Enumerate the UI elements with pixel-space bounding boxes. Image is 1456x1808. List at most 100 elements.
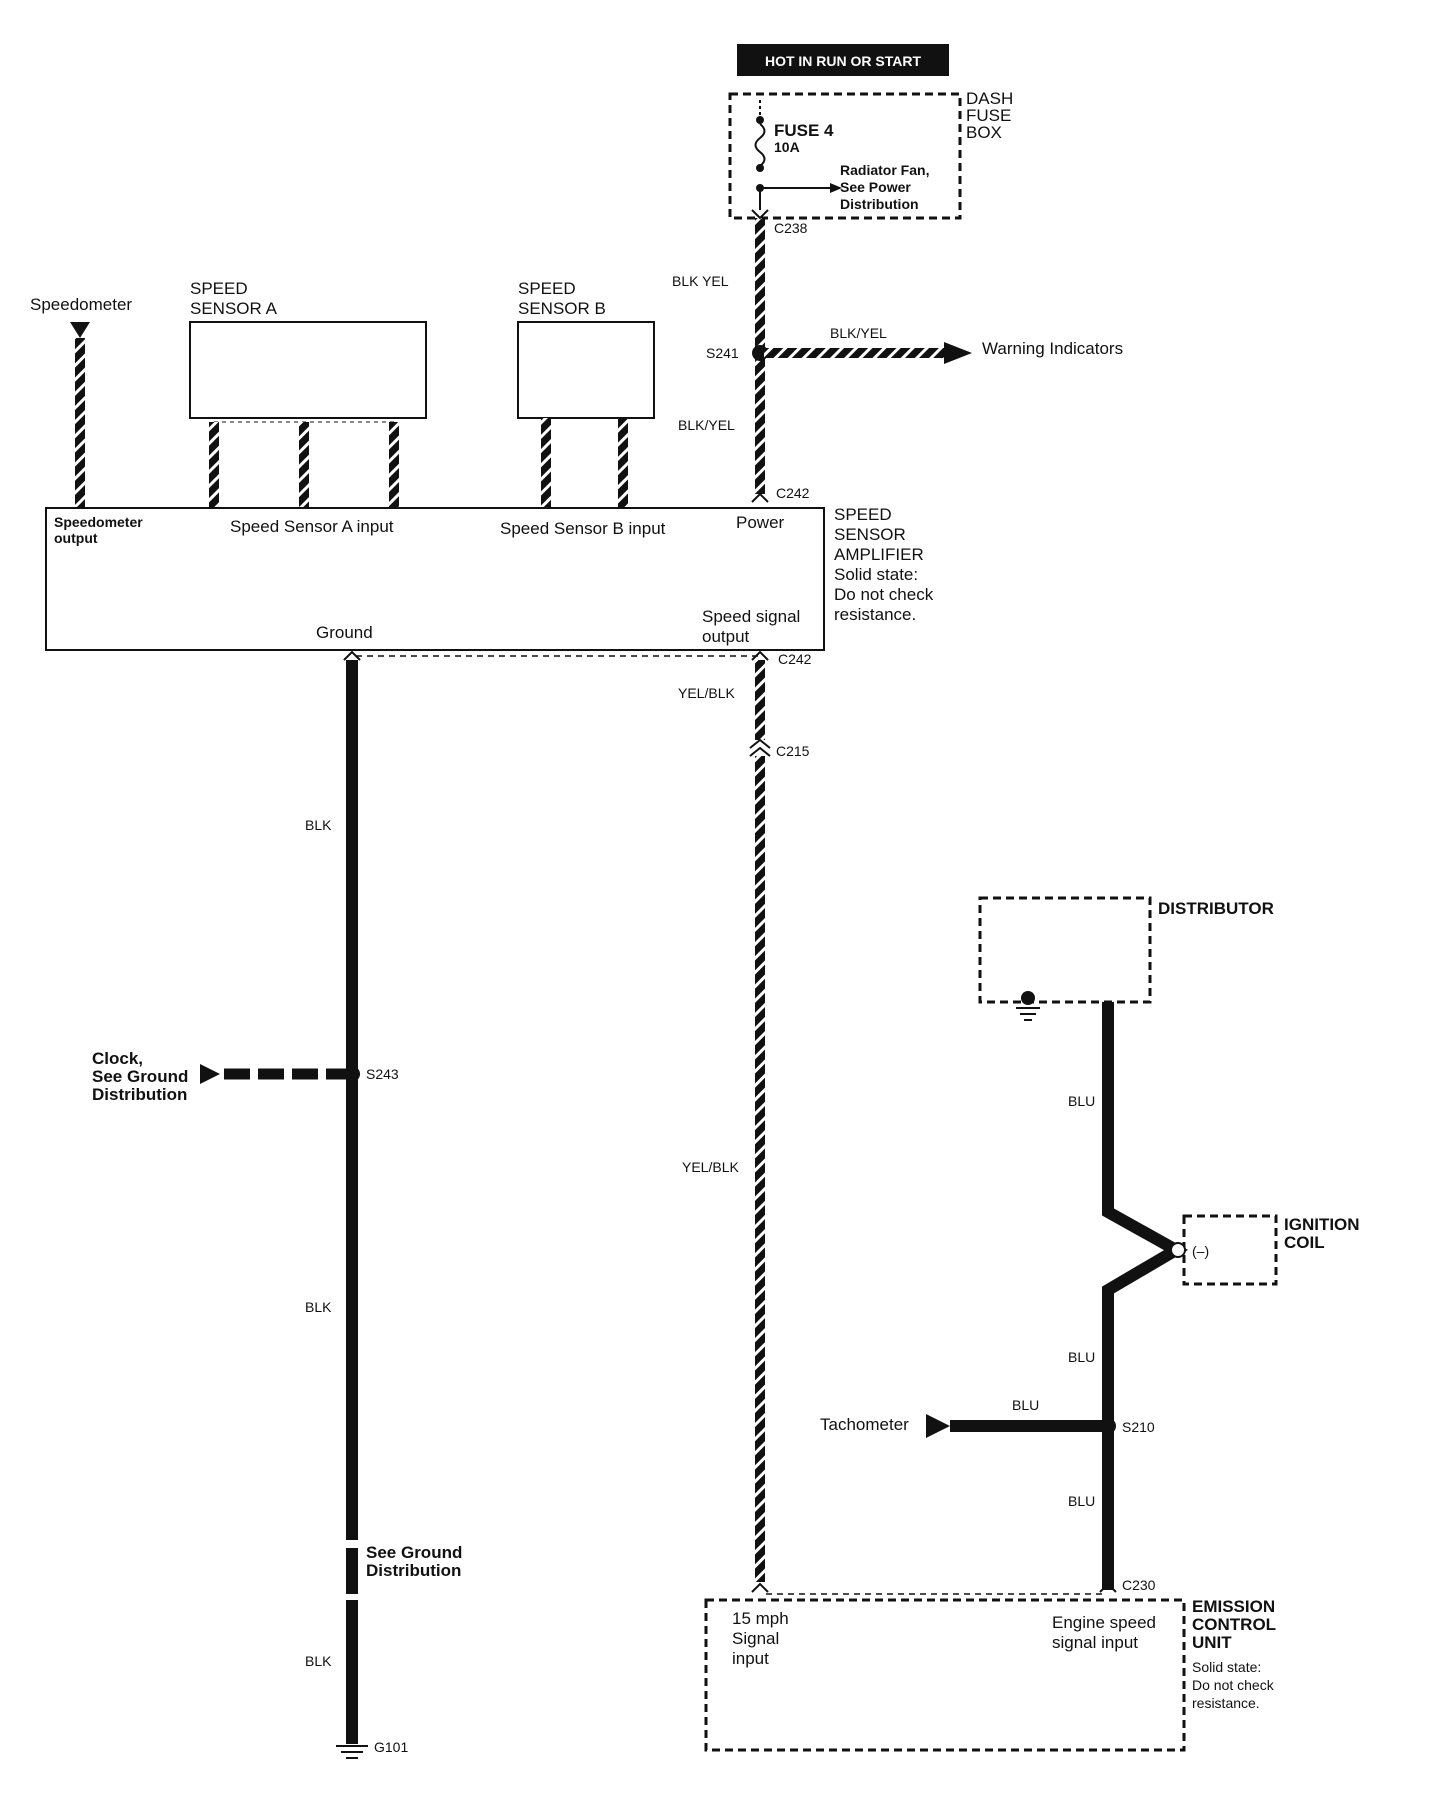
ecu-engine-speed-1: Engine speed	[1052, 1613, 1156, 1632]
clock-label-3: Distribution	[92, 1085, 187, 1104]
wire-label-blk-yel-1: BLK YEL	[672, 273, 729, 289]
connector-c215: C215	[776, 743, 810, 759]
fuse-name: FUSE 4	[774, 121, 834, 140]
wire-label-blu-3: BLU	[1068, 1493, 1095, 1509]
wire-label-blk-yel-2: BLK/YEL	[678, 417, 735, 433]
clock-label-2: See Ground	[92, 1067, 188, 1086]
distributor: DISTRIBUTOR	[978, 896, 1274, 1021]
amplifier-title-3: AMPLIFIER	[834, 545, 924, 564]
ecu-note-2: Do not check	[1192, 1677, 1275, 1693]
ecu-title-1: EMISSION	[1192, 1597, 1275, 1616]
banner-text: HOT IN RUN OR START	[765, 53, 922, 69]
amplifier-note-2: Do not check	[834, 585, 934, 604]
wire-label-blk-yel-branch: BLK/YEL	[830, 325, 887, 341]
wire-blk-ground	[346, 660, 358, 1744]
distributor-label: DISTRIBUTOR	[1158, 899, 1274, 918]
fuse-box-title-1: DASH	[966, 89, 1013, 108]
amplifier-title-2: SENSOR	[834, 525, 906, 544]
speedometer-arrow-icon	[70, 322, 90, 338]
wire-label-blk-2: BLK	[305, 1299, 332, 1315]
sensor-a-title-2: SENSOR A	[190, 299, 278, 318]
sensor-b-input: Speed Sensor B input	[500, 519, 666, 538]
ecu-title-2: CONTROL	[1192, 1615, 1276, 1634]
speed-sensor-amplifier: Speedometer output Speed Sensor A input …	[45, 505, 934, 651]
emission-control-unit: 15 mph Signal input Engine speed signal …	[704, 1597, 1276, 1752]
ecu-engine-speed-2: signal input	[1052, 1633, 1138, 1652]
see-ground-1: See Ground	[366, 1543, 462, 1562]
ecu-note-3: resistance.	[1192, 1695, 1260, 1711]
splice-s241: S241	[706, 345, 739, 361]
speedometer-output-2: output	[54, 530, 98, 546]
ecu-signal-input-2: Signal	[732, 1629, 779, 1648]
power-label: Power	[736, 513, 785, 532]
connector-c238-icon	[751, 209, 769, 220]
fuse-icon	[754, 123, 766, 167]
speed-sensor-b: SPEED SENSOR B	[517, 279, 655, 508]
sensor-a-title-1: SPEED	[190, 279, 248, 298]
splice-s210-dot	[1100, 1418, 1116, 1434]
ecu-title-3: UNIT	[1192, 1633, 1232, 1652]
sensor-b-title-1: SPEED	[518, 279, 576, 298]
amplifier-title-1: SPEED	[834, 505, 892, 524]
connector-c242-top-icon	[751, 492, 769, 503]
speed-signal-output-2: output	[702, 627, 750, 646]
ground-g101-icon	[336, 1745, 368, 1759]
wire-label-blk-3: BLK	[305, 1653, 332, 1669]
wire-blu	[1102, 1002, 1189, 1590]
fuse-box-title-3: BOX	[966, 123, 1002, 142]
ignition-coil-title-2: COIL	[1284, 1233, 1325, 1252]
amplifier-note-3: resistance.	[834, 605, 916, 624]
wire-speedometer	[75, 338, 85, 508]
speed-signal-output-1: Speed signal	[702, 607, 800, 626]
connector-c215-icon	[749, 738, 771, 749]
sensor-b-title-2: SENSOR B	[518, 299, 606, 318]
radiator-fan-line-1: Radiator Fan,	[840, 162, 929, 178]
wire-yel-blk-upper	[755, 660, 765, 740]
wire-label-blu-1: BLU	[1068, 1093, 1095, 1109]
fuse-box-title-2: FUSE	[966, 106, 1011, 125]
radiator-fan-arrow-icon	[830, 183, 842, 193]
ground-g101: G101	[374, 1739, 408, 1755]
dash-fuse-box: FUSE 4 10A Radiator Fan, See Power Distr…	[728, 89, 1013, 220]
wire-label-blu-2: BLU	[1068, 1349, 1095, 1365]
speed-sensor-a: SPEED SENSOR A	[189, 279, 427, 508]
wire-label-blk-1: BLK	[305, 817, 332, 833]
ignition-coil: (–) IGNITION COIL	[1170, 1214, 1360, 1286]
connector-c242-bottom: C242	[778, 651, 812, 667]
fuse-rating: 10A	[774, 139, 800, 155]
wire-blu-tachometer	[950, 1420, 1108, 1432]
radiator-fan-line-3: Distribution	[840, 196, 919, 212]
ecu-signal-input-3: input	[732, 1649, 769, 1668]
connector-c230: C230	[1122, 1577, 1156, 1593]
clock-arrow-icon	[200, 1064, 220, 1084]
wire-label-blu-tach: BLU	[1012, 1397, 1039, 1413]
speedometer-output-1: Speedometer	[54, 514, 143, 530]
ground-break-marker	[346, 1548, 358, 1594]
warning-indicators-arrow-icon	[944, 342, 972, 364]
amplifier-note-1: Solid state:	[834, 565, 918, 584]
ignition-coil-terminal: (–)	[1192, 1243, 1209, 1259]
tachometer-label: Tachometer	[820, 1415, 909, 1434]
ground-label: Ground	[316, 623, 373, 642]
connector-c242-bottom-icon	[751, 650, 769, 661]
clock-label-1: Clock,	[92, 1049, 143, 1068]
tachometer-arrow-icon	[926, 1414, 950, 1438]
see-ground-2: Distribution	[366, 1561, 461, 1580]
warning-indicators-label: Warning Indicators	[982, 339, 1123, 358]
splice-s210: S210	[1122, 1419, 1155, 1435]
connector-c238: C238	[774, 220, 808, 236]
wire-label-yel-blk-2: YEL/BLK	[682, 1159, 739, 1175]
ecu-signal-input-1: 15 mph	[732, 1609, 789, 1628]
radiator-fan-line-2: See Power	[840, 179, 911, 195]
wire-label-yel-blk-1: YEL/BLK	[678, 685, 735, 701]
wire-blk-yel-branch	[764, 348, 944, 358]
speedometer-label: Speedometer	[30, 295, 132, 314]
wire-yel-blk-lower	[755, 756, 765, 1582]
ignition-coil-title-1: IGNITION	[1284, 1215, 1360, 1234]
hot-in-run-banner: HOT IN RUN OR START	[737, 44, 949, 76]
ecu-note-1: Solid state:	[1192, 1659, 1261, 1675]
splice-s243-dot	[344, 1066, 360, 1082]
splice-s243: S243	[366, 1066, 399, 1082]
connector-c242-top: C242	[776, 485, 810, 501]
